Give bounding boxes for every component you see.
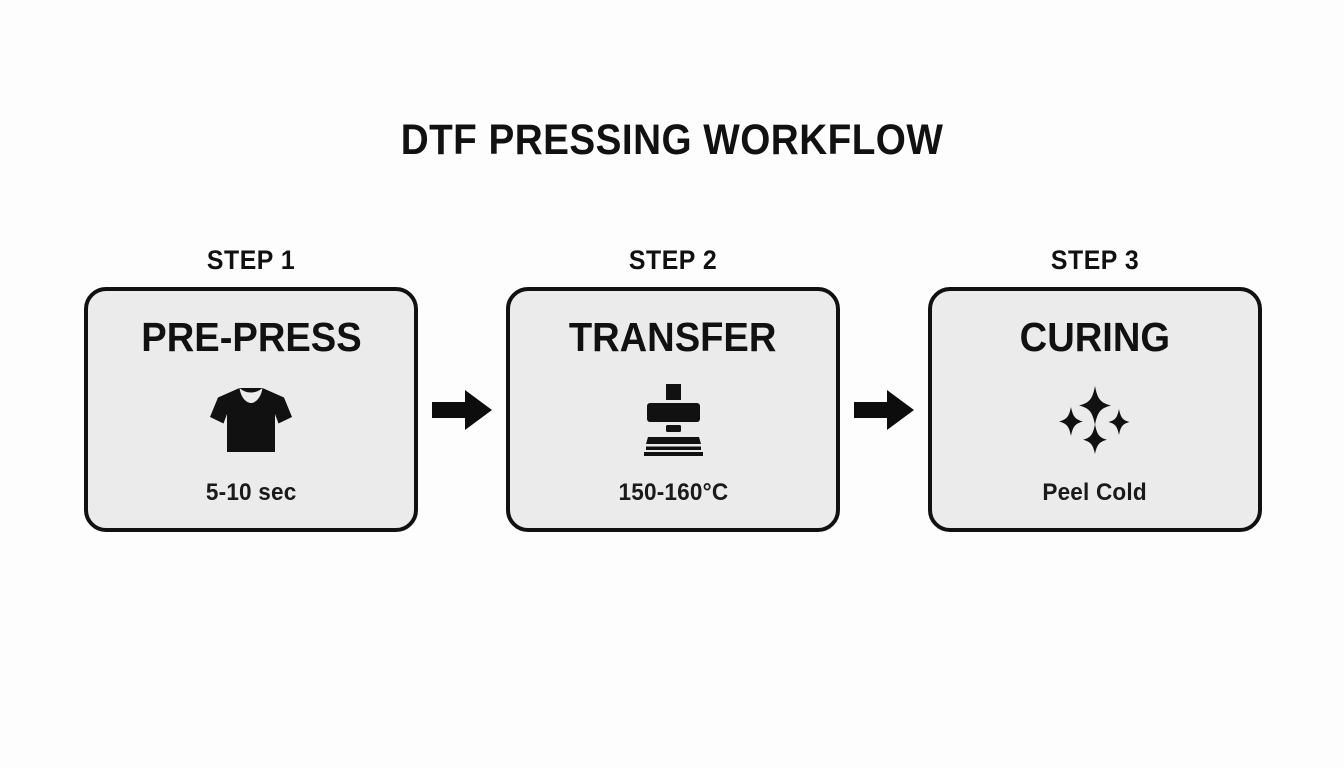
page-title: DTF PRESSING WORKFLOW (400, 116, 944, 164)
connector-2 (840, 245, 928, 535)
step-label-3: STEP 3 (1050, 245, 1140, 275)
step-icon-3 (1056, 383, 1134, 457)
step-icon-2 (633, 383, 713, 457)
step-block-1: STEP 1 PRE-PRESS 5-10 sec (84, 245, 418, 532)
step-block-3: STEP 3 CURING Peel Col (928, 245, 1262, 532)
step-label-1: STEP 1 (206, 245, 296, 275)
step-heading-2: TRANSFER (569, 314, 777, 360)
step-block-2: STEP 2 TRANSFER 150-160°C (506, 245, 840, 532)
step-caption-2: 150-160°C (618, 479, 728, 506)
workflow-steps-row: STEP 1 PRE-PRESS 5-10 sec STEP 2 (84, 245, 1262, 535)
step-caption-1: 5-10 sec (205, 479, 297, 506)
arrow-right-icon (854, 390, 914, 430)
heat-press-icon (644, 383, 703, 456)
step-icon-1 (208, 383, 294, 457)
connector-1 (418, 245, 506, 535)
step-heading-1: PRE-PRESS (140, 314, 362, 360)
step-card-3[interactable]: CURING Peel Cold (928, 287, 1262, 532)
sparkles-icon (1059, 385, 1130, 454)
arrow-right-icon (432, 390, 492, 430)
step-card-2[interactable]: TRANSFER 150-160°C (506, 287, 840, 532)
step-caption-3: Peel Cold (1042, 479, 1148, 506)
step-card-1[interactable]: PRE-PRESS 5-10 sec (84, 287, 418, 532)
step-heading-3: CURING (1019, 314, 1171, 360)
step-label-2: STEP 2 (628, 245, 718, 275)
tshirt-icon (210, 387, 292, 452)
